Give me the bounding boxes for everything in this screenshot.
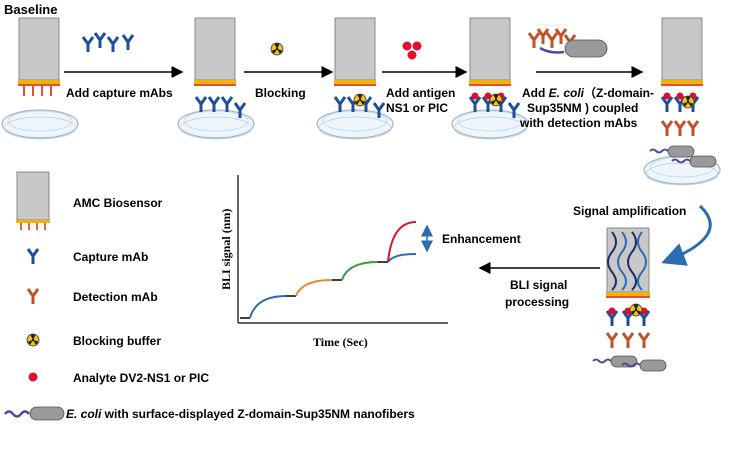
stage-blocking (316, 17, 394, 140)
bli-graph: BLI signal (nm) Time (Sec) Enhancement (219, 175, 521, 349)
enhancement-label: Enhancement (442, 232, 521, 246)
curve-antigen (341, 261, 379, 281)
y-axis-label: BLI signal (nm) (219, 209, 233, 290)
legend-item-ecoli: E. coli with surface-displayed Z-domain-… (4, 406, 415, 421)
analyte-icon (28, 372, 38, 382)
svg-text:Detection mAb: Detection mAb (73, 290, 158, 304)
ecoli-detection-group (527, 27, 608, 58)
stage-detection (643, 17, 721, 186)
curve-enhanced (387, 221, 417, 263)
curve-detection (387, 253, 417, 263)
step-1-label: Add capture mAbs (66, 86, 173, 100)
stage-antigen (451, 17, 529, 140)
svg-text:Analyte DV2-NS1 or PIC: Analyte DV2-NS1 or PIC (73, 371, 209, 385)
legend-item-analyte: Analyte DV2-NS1 or PIC (28, 371, 209, 385)
analyte-group (402, 41, 422, 60)
baseline-label: Baseline (4, 2, 57, 17)
step-3-label-line2: NS1 or PIC (386, 101, 448, 115)
biosensor-icon (16, 171, 50, 221)
svg-text:Blocking buffer: Blocking buffer (73, 334, 161, 348)
amplification-arrow (661, 204, 712, 266)
step-3-label-line1: Add antigen (386, 86, 455, 100)
processing-label-line2: processing (505, 295, 569, 309)
capture-mab-group (81, 31, 135, 54)
blocking-buffer-legend-icon (26, 333, 40, 347)
amplified-sensor (592, 227, 667, 372)
curve-blocking (295, 279, 333, 297)
step-4-label-line3: with detection mAbs (519, 116, 638, 130)
curve-capture (249, 295, 287, 319)
svg-text:E. coli with surface-displayed: E. coli with surface-displayed Z-domain-… (66, 407, 415, 421)
capture-mab-icon (26, 247, 40, 266)
detection-mab-icon (26, 287, 40, 306)
legend-item-detection-mab: Detection mAb (26, 287, 158, 306)
legend-item-blocking-buffer: Blocking buffer (26, 333, 161, 348)
signal-amplification-label: Signal amplification (573, 204, 686, 218)
legend-item-capture-mab: Capture mAb (26, 247, 148, 266)
svg-text:Capture mAb: Capture mAb (73, 250, 148, 264)
svg-text:AMC Biosensor: AMC Biosensor (73, 196, 163, 210)
stage-capture (177, 17, 255, 140)
legend: AMC Biosensor Capture mAb Detection mAb … (4, 171, 415, 421)
stage-baseline (1, 17, 79, 140)
step-4-label-line1: Add E. coli（Z-domain- (522, 85, 654, 100)
step-4-label-line2: Sup35NM ) coupled (527, 101, 638, 115)
legend-item-biosensor: AMC Biosensor (16, 171, 163, 230)
x-axis-label: Time (Sec) (313, 335, 368, 349)
ecoli-icon (29, 406, 65, 421)
step-2-label: Blocking (255, 86, 306, 100)
processing-label-line1: BLI signal (510, 278, 567, 292)
blocking-buffer-icon (270, 42, 284, 56)
